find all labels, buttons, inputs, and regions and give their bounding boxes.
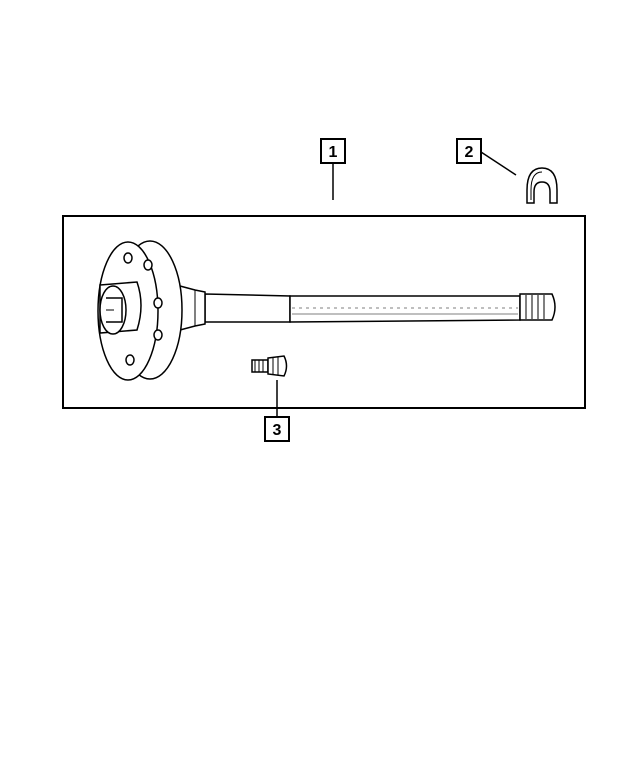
callout-1[interactable]: 1 bbox=[320, 138, 346, 200]
callout-3-label: 3 bbox=[273, 422, 282, 439]
callout-2[interactable]: 2 bbox=[456, 138, 517, 176]
callout-2-label: 2 bbox=[465, 144, 474, 161]
axle-shaft-part bbox=[97, 240, 556, 381]
c-clip-part bbox=[526, 167, 558, 204]
assembly-frame bbox=[62, 215, 586, 409]
callout-3[interactable]: 3 bbox=[264, 380, 290, 442]
wheel-stud-part bbox=[251, 355, 288, 377]
callout-1-label: 1 bbox=[329, 144, 338, 161]
